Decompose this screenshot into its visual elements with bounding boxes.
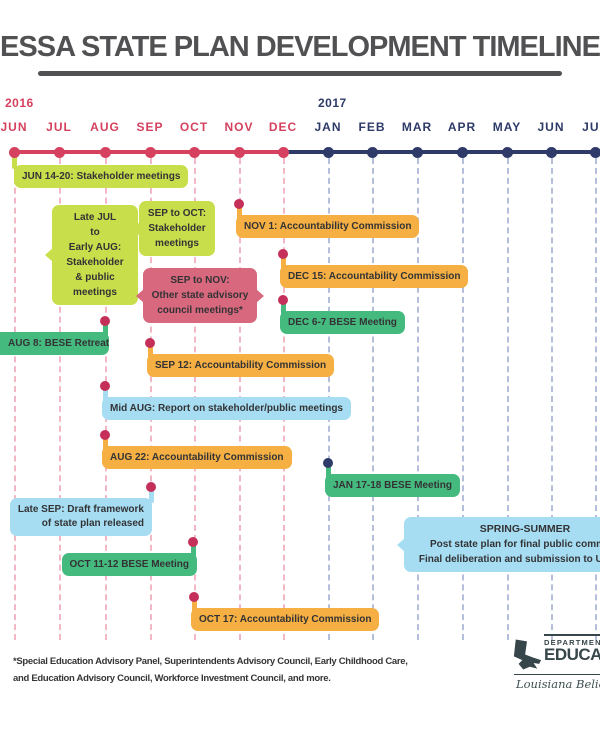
event-sep-oct-stakeholder-meetings: SEP to OCT: Stakeholder meetings [132,201,215,256]
event-marker-dot-sep12 [145,338,155,348]
event-marker-dot-dec15 [278,249,288,259]
gridline-jul-2017 [595,158,597,640]
event-connector-oct1112 [191,542,196,558]
timeline-dot-jul-2017 [590,147,600,158]
event-connector-dec67 [281,300,286,316]
event-jun-stakeholder-meetings: JUN 14-20: Stakeholder meetings [14,165,189,188]
event-nov1-accountability-commission: NOV 1: Accountability Commission [236,215,420,238]
month-label-mar-2017: MAR [401,120,433,134]
timeline-dot-may-2017 [502,147,513,158]
event-connector-sep12 [148,343,153,359]
event-connector-jan1718 [326,463,331,479]
title-underline [38,71,562,76]
event-latesep-draft-framework: Late SEP: Draft framework of state plan … [9,498,152,536]
event-marker-dot-latesep [146,482,156,492]
event-marker-dot-oct17 [189,592,199,602]
event-spring-summer-line1: Post state plan for final public comment [429,539,600,550]
event-jan1718-bese-meeting: JAN 17-18 BESE Meeting [325,474,460,497]
month-label-jun-2017: JUN [537,120,565,134]
event-connector-aug8 [103,321,108,337]
month-label-dec-2016: DEC [268,120,298,134]
footnote-advisory-groups: *Special Education Advisory Panel, Super… [13,656,408,684]
timeline-dot-dec-2016 [278,147,289,158]
gridline-jun-2017 [551,158,553,640]
logo-wordmark: DEPARTMENT of EDUCATION [544,634,600,663]
event-oct1112-bese-meeting: OCT 11-12 BESE Meeting [61,553,197,576]
month-label-apr-2017: APR [447,120,477,134]
event-marker-dot-midaug [100,381,110,391]
gridline-apr-2017 [462,158,464,640]
event-connector-oct17 [192,597,197,613]
event-sep-nov-advisory-councils: SEP to NOV: Other state advisory council… [136,268,264,323]
event-dec15-accountability-commission: DEC 15: Accountability Commission [280,265,469,288]
timeline-dot-jan-2017 [323,147,334,158]
event-spring-summer-plan: SPRING-SUMMER Post state plan for final … [397,517,600,572]
event-midaug-stakeholder-report: Mid AUG: Report on stakeholder/public me… [102,397,351,420]
timeline-dot-jun-2016 [9,147,20,158]
logo-education-text: EDUCATION [544,645,600,664]
event-spring-summer-title: SPRING-SUMMER [479,523,571,535]
event-marker-dot-jan1718 [323,458,333,468]
event-marker-dot-dec67 [278,295,288,305]
timeline-dot-jun-2017 [546,147,557,158]
timeline-dot-mar-2017 [412,147,423,158]
month-label-jun-2016: JUN [0,120,28,134]
gridline-feb-2017 [372,158,374,640]
event-spring-summer-line2: Final deliberation and submission to USD… [418,554,600,565]
month-label-jan-2017: JAN [314,120,342,134]
gridline-mar-2017 [417,158,419,640]
year-label-2016: 2016 [5,96,34,110]
louisiana-doe-logo: DEPARTMENT of EDUCATION Louisiana Believ… [512,634,600,691]
timeline-dot-oct-2016 [189,147,200,158]
event-sep12-accountability-commission: SEP 12: Accountability Commission [147,354,335,377]
gridline-jun-2016 [14,158,16,640]
timeline-dot-aug-2016 [100,147,111,158]
timeline-dot-apr-2017 [457,147,468,158]
gridline-jul-2016 [59,158,61,640]
month-label-oct-2016: OCT [179,120,209,134]
louisiana-state-icon [513,639,542,670]
page-title: ESSA STATE PLAN DEVELOPMENT TIMELINE [0,31,600,63]
month-label-aug-2016: AUG [90,120,120,134]
event-marker-dot-oct1112 [188,537,198,547]
year-label-2017: 2017 [318,96,347,110]
event-connector-latesep [149,487,154,503]
event-marker-dot-aug8 [100,316,110,326]
event-oct17-accountability-commission: OCT 17: Accountability Commission [191,608,380,631]
event-aug8-bese-retreat: AUG 8: BESE Retreat [0,332,109,355]
timeline-dot-jul-2016 [54,147,65,158]
month-label-feb-2017: FEB [358,120,386,134]
logo-tagline: Louisiana Believes [516,677,600,691]
timeline-segment-2017 [285,150,600,154]
event-connector-nov1 [237,204,242,220]
event-dec67-bese-meeting: DEC 6-7 BESE Meeting [280,311,405,334]
gridline-may-2017 [507,158,509,640]
month-label-jul-2017: JUL [582,120,600,134]
event-marker-dot-aug22 [100,430,110,440]
event-aug22-accountability-commission: AUG 22: Accountability Commission [102,446,292,469]
timeline-dot-nov-2016 [234,147,245,158]
month-label-jul-2016: JUL [46,120,72,134]
event-connector-midaug [103,386,108,402]
event-connector-dec15 [281,254,286,270]
timeline-dot-feb-2017 [367,147,378,158]
event-late-jul-early-aug-stakeholder: Late JUL to Early AUG: Stakeholder & pub… [45,205,138,305]
event-connector-jun-stakeholder [12,151,17,169]
logo-divider [514,674,600,675]
month-label-nov-2016: NOV [224,120,254,134]
timeline-dot-sep-2016 [145,147,156,158]
event-connector-aug22 [103,435,108,451]
month-label-may-2017: MAY [492,120,522,134]
logo-department-text: DEPARTMENT of [544,638,600,647]
event-marker-dot-nov1 [234,199,244,209]
month-label-sep-2016: SEP [136,120,164,134]
